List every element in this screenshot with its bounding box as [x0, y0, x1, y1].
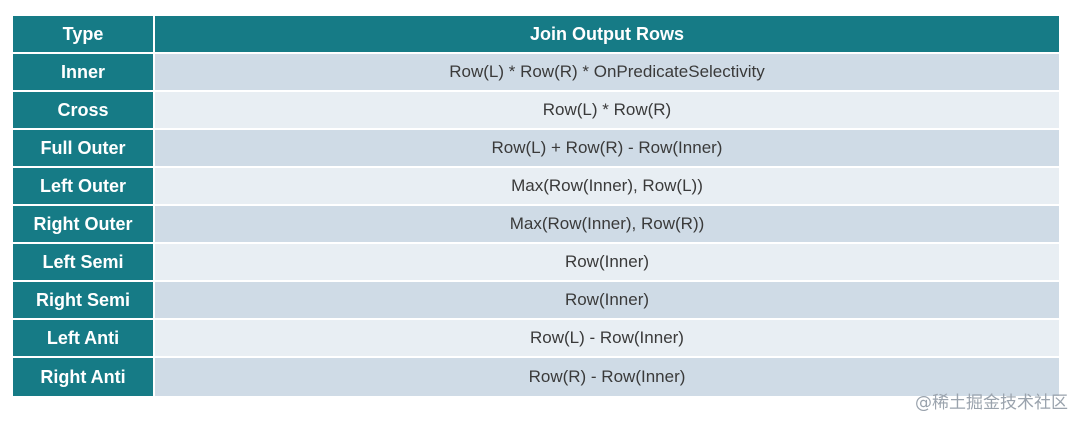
row-type-cell: Right Semi	[13, 282, 155, 320]
table-row: Inner Row(L) * Row(R) * OnPredicateSelec…	[13, 54, 1059, 92]
row-type-cell: Left Outer	[13, 168, 155, 206]
row-output-cell: Row(L) - Row(Inner)	[155, 320, 1059, 358]
table-row: Left Semi Row(Inner)	[13, 244, 1059, 282]
row-type-cell: Right Outer	[13, 206, 155, 244]
table-row: Left Outer Max(Row(Inner), Row(L))	[13, 168, 1059, 206]
table-row: Right Semi Row(Inner)	[13, 282, 1059, 320]
row-type-cell: Full Outer	[13, 130, 155, 168]
row-output-cell: Max(Row(Inner), Row(R))	[155, 206, 1059, 244]
column-header-join-output-rows: Join Output Rows	[155, 16, 1059, 54]
column-header-type: Type	[13, 16, 155, 54]
watermark: @稀土掘金技术社区	[915, 393, 1068, 413]
table-row: Full Outer Row(L) + Row(R) - Row(Inner)	[13, 130, 1059, 168]
table-row: Right Anti Row(R) - Row(Inner)	[13, 358, 1059, 396]
row-type-cell: Right Anti	[13, 358, 155, 396]
table-row: Right Outer Max(Row(Inner), Row(R))	[13, 206, 1059, 244]
row-output-cell: Row(L) + Row(R) - Row(Inner)	[155, 130, 1059, 168]
row-type-cell: Inner	[13, 54, 155, 92]
table-row: Left Anti Row(L) - Row(Inner)	[13, 320, 1059, 358]
row-output-cell: Max(Row(Inner), Row(L))	[155, 168, 1059, 206]
join-output-rows-table: Type Join Output Rows Inner Row(L) * Row…	[13, 16, 1059, 396]
row-type-cell: Left Anti	[13, 320, 155, 358]
row-output-cell: Row(L) * Row(R) * OnPredicateSelectivity	[155, 54, 1059, 92]
table-header-row: Type Join Output Rows	[13, 16, 1059, 54]
row-output-cell: Row(Inner)	[155, 244, 1059, 282]
row-type-cell: Cross	[13, 92, 155, 130]
table-row: Cross Row(L) * Row(R)	[13, 92, 1059, 130]
row-type-cell: Left Semi	[13, 244, 155, 282]
row-output-cell: Row(Inner)	[155, 282, 1059, 320]
row-output-cell: Row(L) * Row(R)	[155, 92, 1059, 130]
row-output-cell: Row(R) - Row(Inner)	[155, 358, 1059, 396]
